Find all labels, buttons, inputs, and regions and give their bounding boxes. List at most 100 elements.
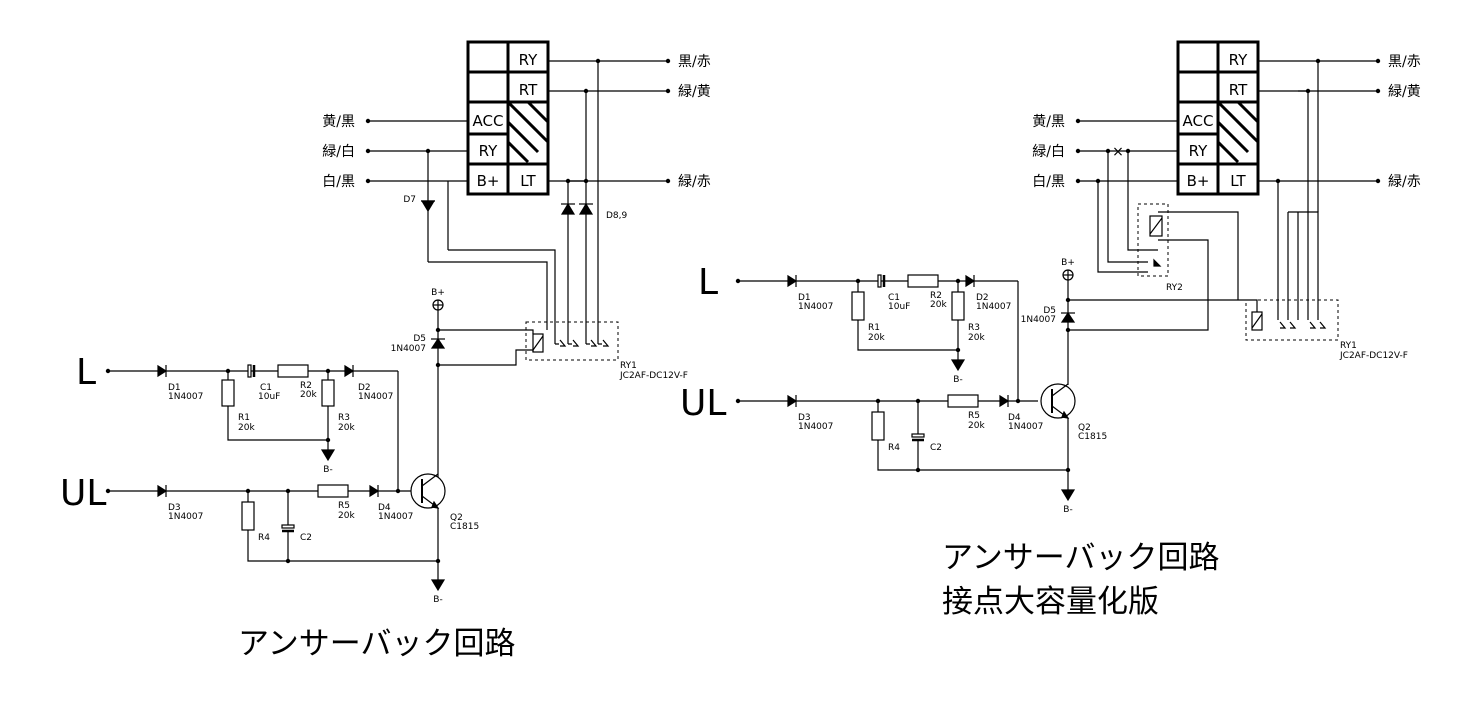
left-d4-value: 1N4007	[378, 512, 413, 522]
right-circuit: RY RT ACC RY B+ LT	[680, 40, 1421, 515]
right-conn-cell-acc: ACC	[1183, 112, 1214, 130]
left-bplus-label: B+	[431, 288, 445, 298]
left-conn-cell-rt: RT	[519, 81, 538, 99]
left-connector-wires	[365, 58, 671, 344]
right-ry1-label: RY1	[1340, 341, 1357, 351]
right-d1-value: 1N4007	[798, 302, 833, 312]
right-q2-label: Q2	[1078, 423, 1091, 433]
right-d4-label: D4	[1008, 413, 1021, 423]
left-q2-label: Q2	[450, 513, 463, 523]
right-r4-label: R4	[888, 443, 900, 453]
left-input-ul: UL	[60, 473, 106, 514]
right-d5-label: D5	[1043, 306, 1056, 316]
left-bplus-d5	[430, 299, 534, 480]
left-d4-label: D4	[378, 503, 391, 513]
left-conn-cell-ry-top: RY	[519, 51, 538, 69]
left-r4-label: R4	[258, 533, 270, 543]
right-d2-label: D2	[976, 293, 989, 303]
left-d3-label: D3	[168, 503, 181, 513]
right-conn-cell-ry-top: RY	[1229, 51, 1248, 69]
right-bplus-label: B+	[1061, 258, 1075, 268]
left-input-l: L	[76, 352, 96, 393]
left-wire-label-ry: 緑/白	[322, 144, 355, 160]
left-r1-label: R1	[238, 413, 250, 423]
left-conn-cell-bplus: B+	[477, 172, 500, 190]
left-d5-value: 1N4007	[391, 344, 426, 354]
right-r3-label: R3	[968, 323, 980, 333]
left-c2-label: C2	[300, 533, 312, 543]
left-r5-label: R5	[338, 501, 350, 511]
right-wire-label-acc: 黄/黒	[1032, 113, 1065, 130]
left-l-line	[105, 364, 399, 491]
right-bplus-d5	[1060, 269, 1238, 385]
left-c1-value: 10uF	[258, 392, 280, 402]
left-conn-cell-ry: RY	[479, 142, 498, 160]
right-r2-label: R2	[930, 291, 942, 301]
left-wire-label-acc: 黄/黒	[322, 113, 355, 130]
right-bminus-label-2: B-	[1063, 505, 1072, 515]
right-wire-label-rt-out: 緑/黄	[1388, 83, 1421, 100]
right-circuit-title-line2: 接点大容量化版	[942, 584, 1159, 620]
left-d89-label: D8,9	[606, 211, 628, 221]
left-r3-value: 20k	[338, 423, 355, 433]
left-d5-label: D5	[413, 334, 426, 344]
right-wire-cut-mark: ×	[1112, 144, 1124, 160]
right-wire-label-ry-out: 黒/赤	[1388, 54, 1421, 70]
left-r3-label: R3	[338, 413, 350, 423]
left-d7-label: D7	[403, 195, 416, 205]
left-r1-value: 20k	[238, 423, 255, 433]
left-relay-ry1	[525, 321, 619, 361]
left-bminus-label-2: B-	[433, 595, 442, 605]
right-conn-cell-rt: RT	[1229, 81, 1248, 99]
right-c2-label: C2	[930, 443, 942, 453]
left-wire-label-rt-out: 緑/黄	[678, 83, 711, 100]
right-r1-value: 20k	[868, 333, 885, 343]
right-d4-value: 1N4007	[1008, 422, 1043, 432]
left-d1-label: D1	[168, 383, 181, 393]
right-conn-cell-bplus: B+	[1187, 172, 1210, 190]
left-ul-line	[105, 473, 446, 592]
right-d3-label: D3	[798, 413, 811, 423]
right-input-ul: UL	[680, 383, 726, 424]
right-relay-ry1	[1238, 299, 1339, 341]
right-connector-wires	[1068, 58, 1381, 331]
left-connector-block	[466, 40, 550, 196]
left-q2-value: C1815	[450, 522, 479, 532]
right-d5-value: 1N4007	[1021, 315, 1056, 325]
left-c1-label: C1	[260, 383, 272, 393]
left-wire-label-bplus: 白/黒	[322, 174, 355, 190]
right-d2-value: 1N4007	[976, 302, 1011, 312]
right-wire-label-lt-out: 緑/赤	[1388, 174, 1421, 190]
right-r5-value: 20k	[968, 421, 985, 431]
right-ry1-value: JC2AF-DC12V-F	[1339, 351, 1408, 361]
left-r5-value: 20k	[338, 511, 355, 521]
right-q2-value: C1815	[1078, 432, 1107, 442]
right-r3-value: 20k	[968, 333, 985, 343]
right-bminus-label-1: B-	[953, 375, 962, 385]
right-c1-label: C1	[888, 293, 900, 303]
left-bminus-label-1: B-	[323, 465, 332, 475]
left-circuit-title: アンサーバック回路	[238, 626, 516, 662]
right-connector-block	[1176, 40, 1260, 196]
right-ry2-label: RY2	[1166, 283, 1183, 293]
left-d1-value: 1N4007	[168, 392, 203, 402]
right-wire-label-ry: 緑/白	[1032, 144, 1065, 160]
left-wire-label-lt-out: 緑/赤	[678, 174, 711, 190]
right-input-l: L	[698, 262, 718, 303]
left-r2-label: R2	[300, 381, 312, 391]
right-wire-label-bplus: 白/黒	[1032, 174, 1065, 190]
left-circuit: RY RT ACC RY B+ LT	[60, 40, 711, 605]
right-r1-label: R1	[868, 323, 880, 333]
right-ul-line	[735, 383, 1076, 502]
left-d2-value: 1N4007	[358, 392, 393, 402]
right-conn-cell-lt: LT	[1230, 172, 1246, 190]
right-r5-label: R5	[968, 411, 980, 421]
right-relay-ry2	[1137, 203, 1169, 277]
left-wire-label-ry-out: 黒/赤	[678, 54, 711, 70]
right-d1-label: D1	[798, 293, 811, 303]
left-conn-cell-lt: LT	[520, 172, 536, 190]
left-conn-cell-acc: ACC	[473, 112, 504, 130]
left-d3-value: 1N4007	[168, 512, 203, 522]
right-circuit-title-line1: アンサーバック回路	[942, 540, 1220, 576]
